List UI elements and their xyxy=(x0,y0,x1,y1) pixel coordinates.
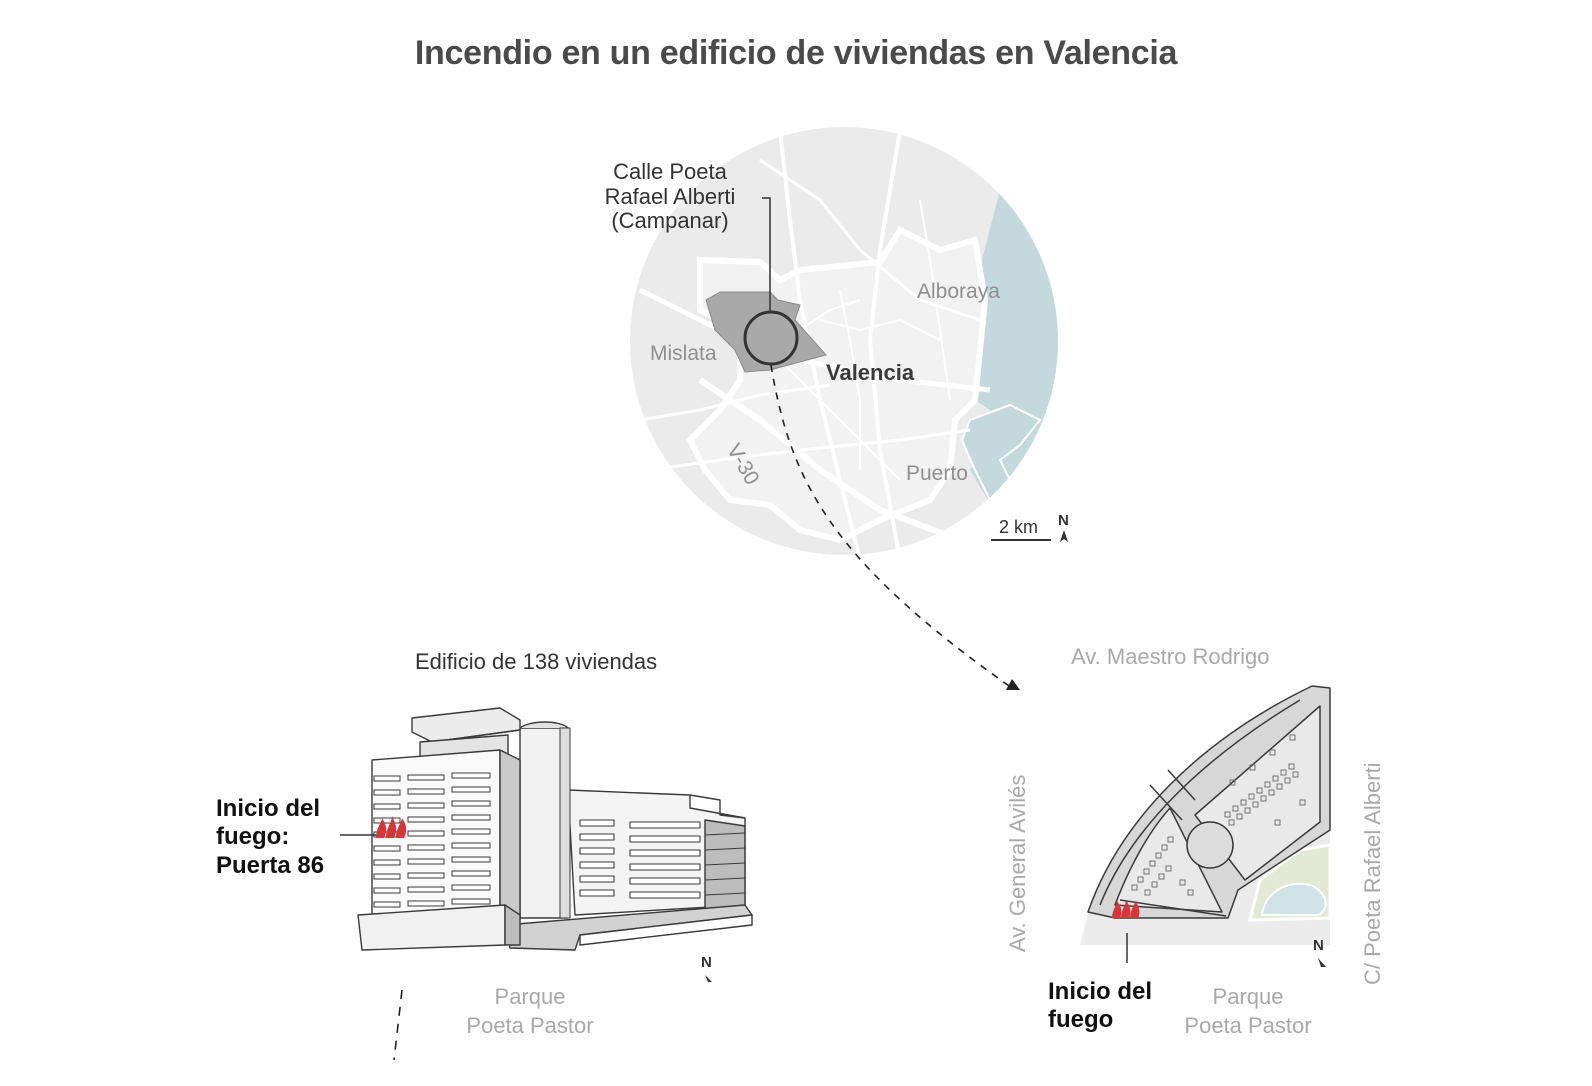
site-north-label: N xyxy=(1313,937,1324,954)
site-north-arrow xyxy=(1318,958,1326,967)
map-north-label: N xyxy=(1058,512,1069,529)
site-fire-label: Inicio del fuego xyxy=(1048,978,1153,1034)
building-north-arrow xyxy=(705,975,712,982)
site-wing-lower xyxy=(1114,807,1223,913)
connector-dashed-line xyxy=(770,364,1013,689)
page-title: Incendio en un edificio de viviendas en … xyxy=(414,34,1178,72)
building-park-label: Parque Poeta Pastor xyxy=(466,984,594,1038)
fire-icon xyxy=(376,816,407,838)
connector-arrowhead xyxy=(1006,679,1020,690)
site-fire-icon xyxy=(1112,900,1140,918)
map-scale-label: 2 km xyxy=(999,517,1039,537)
site-pool xyxy=(1260,882,1327,916)
map-port xyxy=(960,403,1042,502)
map-callout-line xyxy=(762,197,771,312)
site-building-inner-ring xyxy=(1099,699,1301,906)
site-park-label: Parque Poeta Pastor xyxy=(1184,984,1312,1038)
building-subtitle: Edificio de 138 viviendas xyxy=(415,649,658,674)
map-callout-label: Calle Poeta Rafael Alberti (Campanar) xyxy=(604,159,736,234)
connector-dashed-line-bottom xyxy=(393,989,403,1061)
map-north-arrow xyxy=(1060,530,1068,542)
map-label-alboraya: Alboraya xyxy=(917,280,1000,303)
map-label-mislata: Mislata xyxy=(650,342,717,365)
map-label-puerto: Puerto xyxy=(906,462,968,485)
site-central-rotunda xyxy=(1186,821,1234,869)
site-units-lower xyxy=(1131,836,1194,896)
building-fire-label: Inicio del fuego: Puerta 86 xyxy=(216,795,325,879)
street-label-maestro-rodrigo: Av. Maestro Rodrigo xyxy=(1071,644,1270,669)
map-district-campanar xyxy=(705,291,827,373)
building-balconies xyxy=(373,772,491,908)
site-units-upper xyxy=(1224,734,1306,826)
map-location-marker xyxy=(743,310,799,366)
building-north-label: N xyxy=(701,954,712,971)
map-label-valencia: Valencia xyxy=(826,360,915,385)
